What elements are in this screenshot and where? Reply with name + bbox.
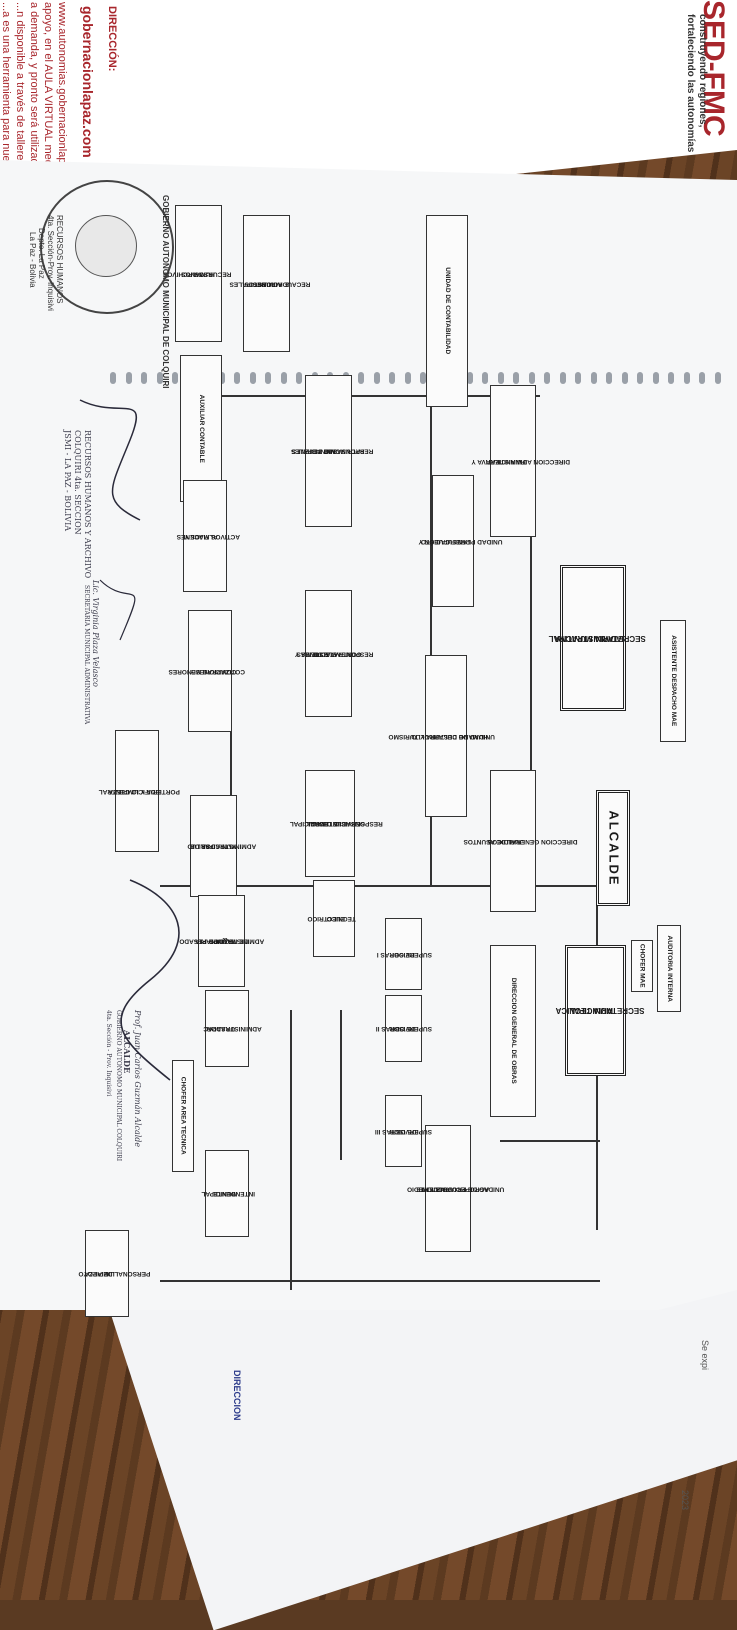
seal-line-4: La Paz - Bolivia	[28, 232, 37, 288]
spiral-ring	[497, 372, 504, 384]
auxiliar-contable-box: AUXILIAR CONTABLE	[180, 355, 222, 502]
spiral-ring	[606, 372, 612, 384]
seal-emblem-icon	[75, 215, 137, 277]
spiral-ring	[714, 372, 721, 384]
spiral-ring	[699, 372, 705, 384]
spiral-ring	[590, 372, 597, 384]
spiral-ring	[420, 372, 426, 384]
spiral-ring	[172, 372, 178, 384]
spiral-ring	[559, 372, 566, 384]
seal-line-2: 4ta. Sección-Prov. Inquisivi	[46, 215, 55, 311]
spiral-ring	[652, 372, 659, 384]
auditoria-interna-box: AUDITORIA INTERNA	[657, 925, 681, 1012]
spiral-ring	[668, 372, 674, 384]
spiral-ring	[110, 372, 116, 384]
spiral-ring	[575, 372, 581, 384]
spiral-ring	[466, 372, 473, 384]
spiral-ring	[544, 372, 550, 384]
spiral-ring	[404, 372, 411, 384]
unidad-contabilidad-box: UNIDAD DE CONTABILIDAD	[426, 215, 468, 407]
spiral-ring	[637, 372, 643, 384]
spiral-ring	[296, 372, 302, 384]
spiral-ring	[683, 372, 690, 384]
direccion-obras-box: DIRECCION GENERAL DE OBRAS	[490, 945, 536, 1117]
spiral-ring	[358, 372, 364, 384]
spiral-ring	[234, 372, 240, 384]
handwritten-signatures	[79, 399, 180, 1081]
chofer-mae-box: CHOFER MAE	[631, 940, 653, 992]
spiral-ring	[265, 372, 271, 384]
spiral-ring	[528, 372, 535, 384]
spiral-ring	[125, 372, 132, 384]
seal-line-1: RECURSOS HUMANOS	[55, 215, 64, 304]
seal-ring-text: GOBIERNO AUTONOMO MUNICIPAL DE COLQUIRI	[161, 195, 170, 389]
spiral-ring	[280, 372, 287, 384]
seal-line-3: Depto. La Paz	[37, 228, 46, 279]
alcalde-box: ALCALDE	[596, 790, 630, 906]
asistente-despacho-box: ASISTENTE DESPACHO MAE	[660, 620, 686, 742]
spiral-ring	[389, 372, 395, 384]
spiral-ring	[513, 372, 519, 384]
spiral-ring	[373, 372, 380, 384]
spiral-ring	[249, 372, 256, 384]
spiral-ring	[156, 372, 163, 384]
spiral-ring	[482, 372, 488, 384]
spiral-ring	[141, 372, 147, 384]
spiral-ring	[621, 372, 628, 384]
municipal-seal	[40, 180, 174, 314]
chofer-area-tecnica-box: CHOFER AREA TECNICA	[172, 1060, 194, 1172]
